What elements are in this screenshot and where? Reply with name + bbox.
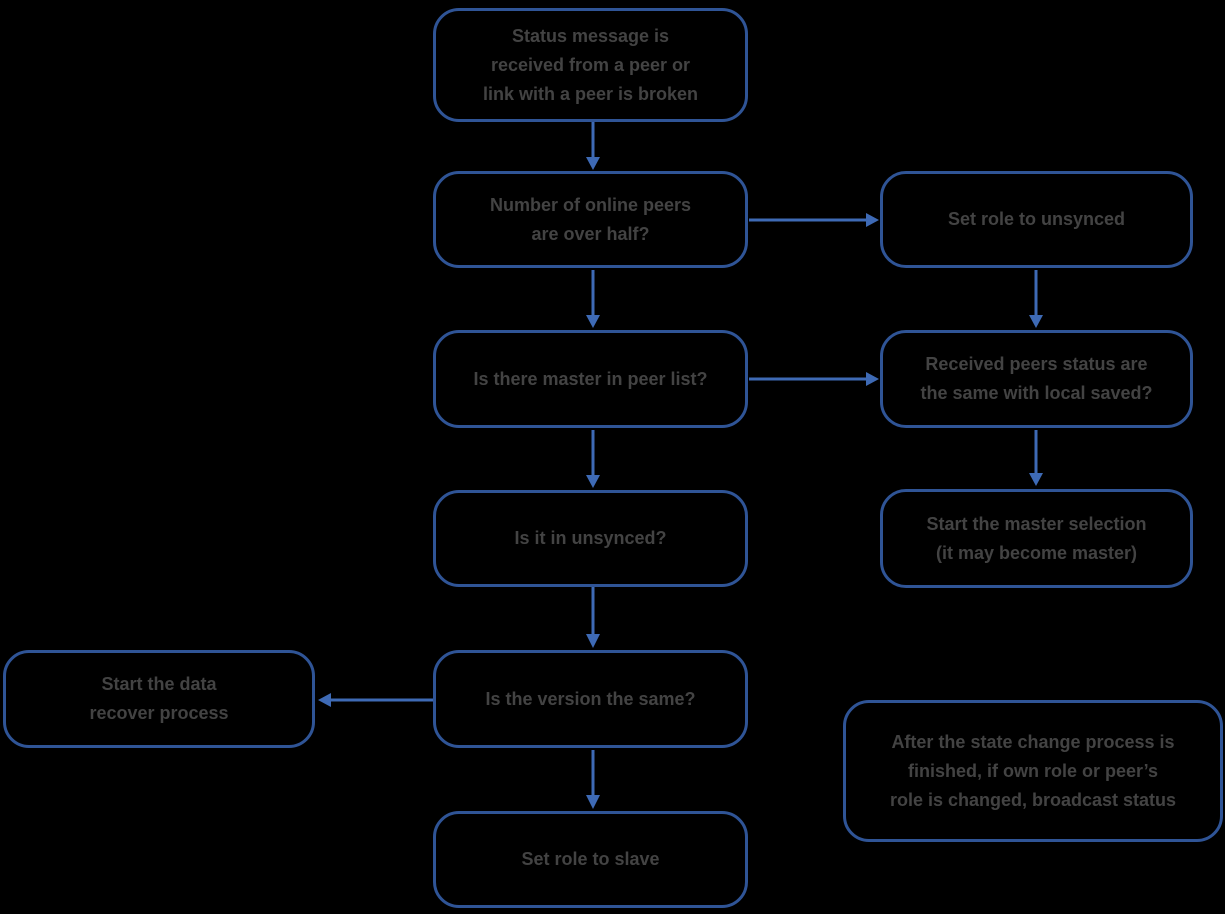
node-is-in-unsynced: Is it in unsynced? xyxy=(433,490,748,587)
arrow-master-in-peer-list-to-is-in-unsynced xyxy=(586,430,600,488)
arrow-master-in-peer-list-to-peers-status-same xyxy=(749,372,879,386)
arrow-online-peers-to-set-role-unsynced xyxy=(749,213,879,227)
node-set-role-unsynced: Set role to unsynced xyxy=(880,171,1193,268)
node-online-peers-over-half: Number of online peers are over half? xyxy=(433,171,748,268)
node-version-same: Is the version the same? xyxy=(433,650,748,748)
arrow-version-same-to-set-role-slave xyxy=(586,750,600,809)
node-broadcast-status-note: After the state change process is finish… xyxy=(843,700,1223,842)
arrow-is-in-unsynced-to-version-same xyxy=(586,587,600,648)
node-status-message-received: Status message is received from a peer o… xyxy=(433,8,748,122)
arrow-version-same-to-data-recover xyxy=(318,693,435,707)
node-set-role-slave: Set role to slave xyxy=(433,811,748,908)
arrow-status-to-online-peers xyxy=(586,122,600,170)
arrow-peers-status-same-to-master-selection xyxy=(1029,430,1043,486)
node-peers-status-same: Received peers status are the same with … xyxy=(880,330,1193,428)
arrow-set-role-unsynced-to-peers-status-same xyxy=(1029,270,1043,328)
node-master-in-peer-list: Is there master in peer list? xyxy=(433,330,748,428)
node-start-data-recover: Start the data recover process xyxy=(3,650,315,748)
node-start-master-selection: Start the master selection (it may becom… xyxy=(880,489,1193,588)
arrow-online-peers-to-master-in-peer-list xyxy=(586,270,600,328)
